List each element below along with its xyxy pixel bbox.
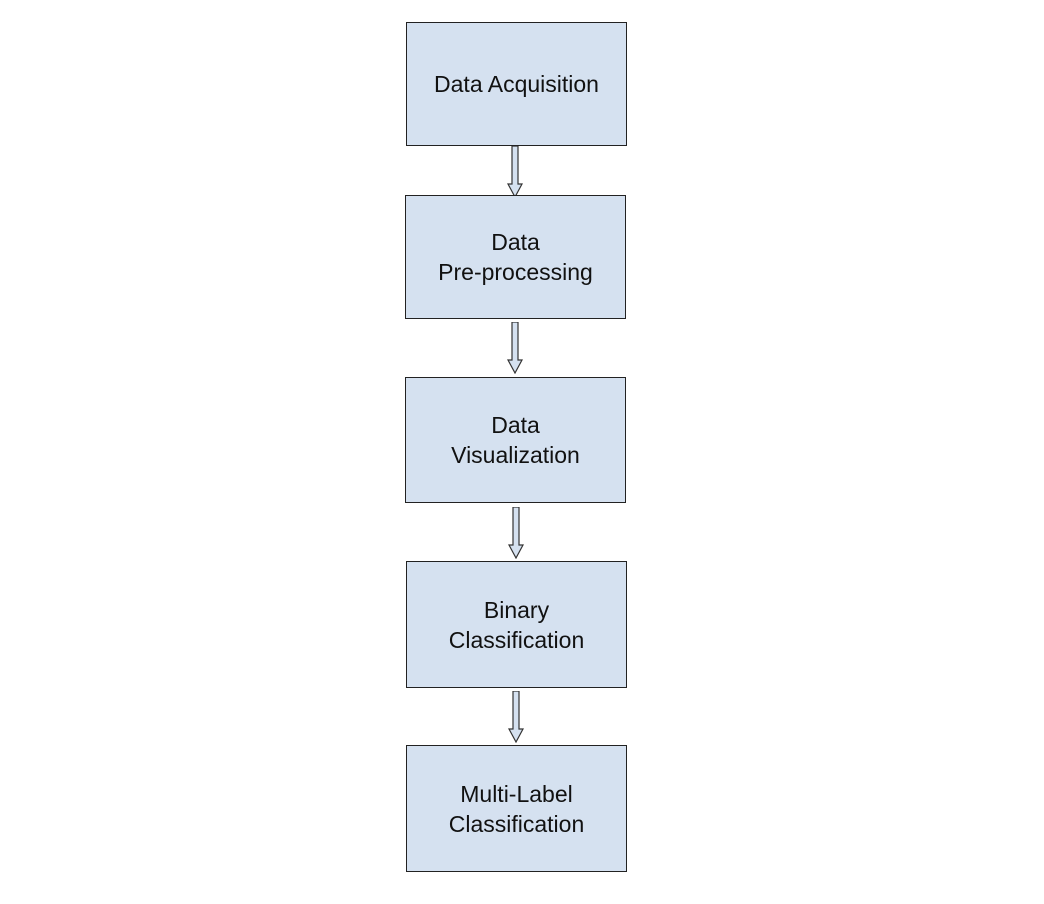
step-label-line: Visualization — [451, 442, 580, 468]
arrow-down-icon-shape — [508, 507, 524, 559]
step-label-line: Data Acquisition — [434, 71, 599, 97]
step-label-line: Binary — [483, 596, 550, 623]
step-label-line: Classification — [448, 626, 585, 653]
step-label-line: Classification — [448, 810, 585, 837]
step-label-line: Multi-Label — [460, 780, 573, 807]
arrow-down-icon — [507, 146, 523, 198]
arrow-down-icon-shape — [508, 691, 524, 743]
step-multi-label-classification: Multi-Label Classification — [406, 745, 627, 872]
step-label-line: Pre-processing — [438, 259, 593, 285]
step-data-acquisition: Data Acquisition — [406, 22, 627, 146]
arrow-down-icon-shape — [507, 322, 523, 374]
step-data-visualization: Data Visualization — [405, 377, 626, 503]
step-label-line: Data — [491, 412, 540, 438]
arrow-down-icon — [508, 691, 524, 743]
arrow-down-icon-shape — [507, 146, 523, 198]
step-binary-classification: Binary Classification — [406, 561, 627, 688]
step-data-preprocessing: Data Pre-processing — [405, 195, 626, 319]
step-label-line: Data — [491, 229, 540, 255]
arrow-down-icon — [507, 322, 523, 374]
arrow-down-icon — [508, 507, 524, 559]
